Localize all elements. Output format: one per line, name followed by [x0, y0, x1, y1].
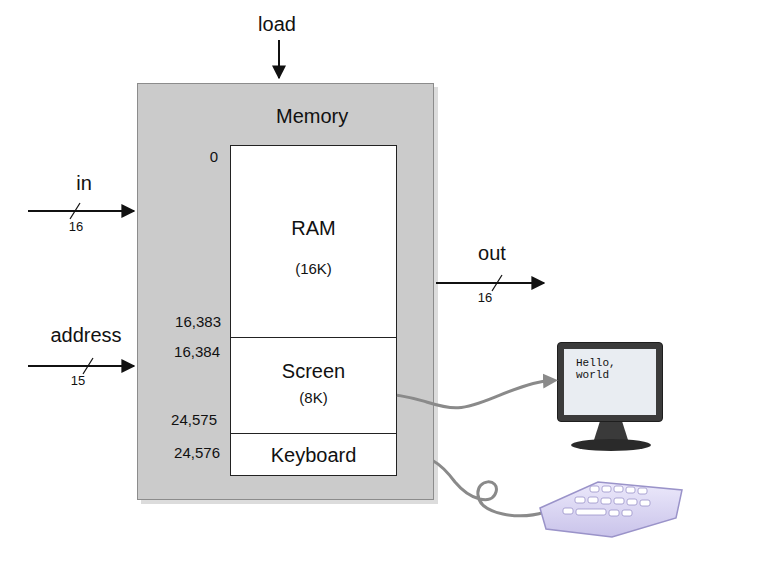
- block-name: Hello, world: [564, 349, 656, 415]
- block-name: Keyboard: [231, 443, 396, 467]
- keyboard-block: Keyboard: [230, 433, 397, 476]
- bus-width: 16: [69, 220, 83, 235]
- cable: [397, 380, 555, 407]
- signal-name: in: [76, 172, 92, 195]
- input-arrow: [278, 40, 280, 78]
- address-bus: [28, 365, 134, 367]
- block-size: (8K): [231, 389, 396, 407]
- monitor-stand: [594, 421, 628, 440]
- bus-width: 16: [478, 291, 492, 306]
- block-name: Memory: [276, 104, 348, 128]
- memory-unit: RAM (16K) Screen (8K) Keyboard Memory: [137, 83, 434, 500]
- address-number: 24,576: [174, 444, 220, 461]
- signal-name: out: [478, 242, 506, 265]
- screen-block: Screen (8K): [230, 337, 397, 434]
- keyboard-illustration: [540, 482, 682, 537]
- signal-name: load: [258, 13, 296, 36]
- block-size: (16K): [231, 260, 396, 278]
- signal-name: address: [50, 324, 121, 347]
- monitor-base: [571, 439, 651, 451]
- bus-slash: [492, 275, 502, 291]
- block-name: RAM: [231, 216, 396, 240]
- input-bus: [28, 210, 134, 212]
- address-number: 16,384: [174, 343, 220, 360]
- monitor: Hello, world: [557, 342, 663, 422]
- output-bus: [436, 282, 544, 284]
- address-number: 16,383: [175, 313, 221, 330]
- address-number: 0: [210, 148, 218, 165]
- address-number: 24,575: [171, 411, 217, 428]
- bus-slash: [70, 203, 80, 219]
- bus-slash: [83, 358, 93, 374]
- ram-block: RAM (16K): [230, 145, 397, 338]
- keyboard-keys: [563, 486, 650, 516]
- bus-width: 15: [71, 374, 85, 389]
- block-name: Screen: [231, 359, 396, 383]
